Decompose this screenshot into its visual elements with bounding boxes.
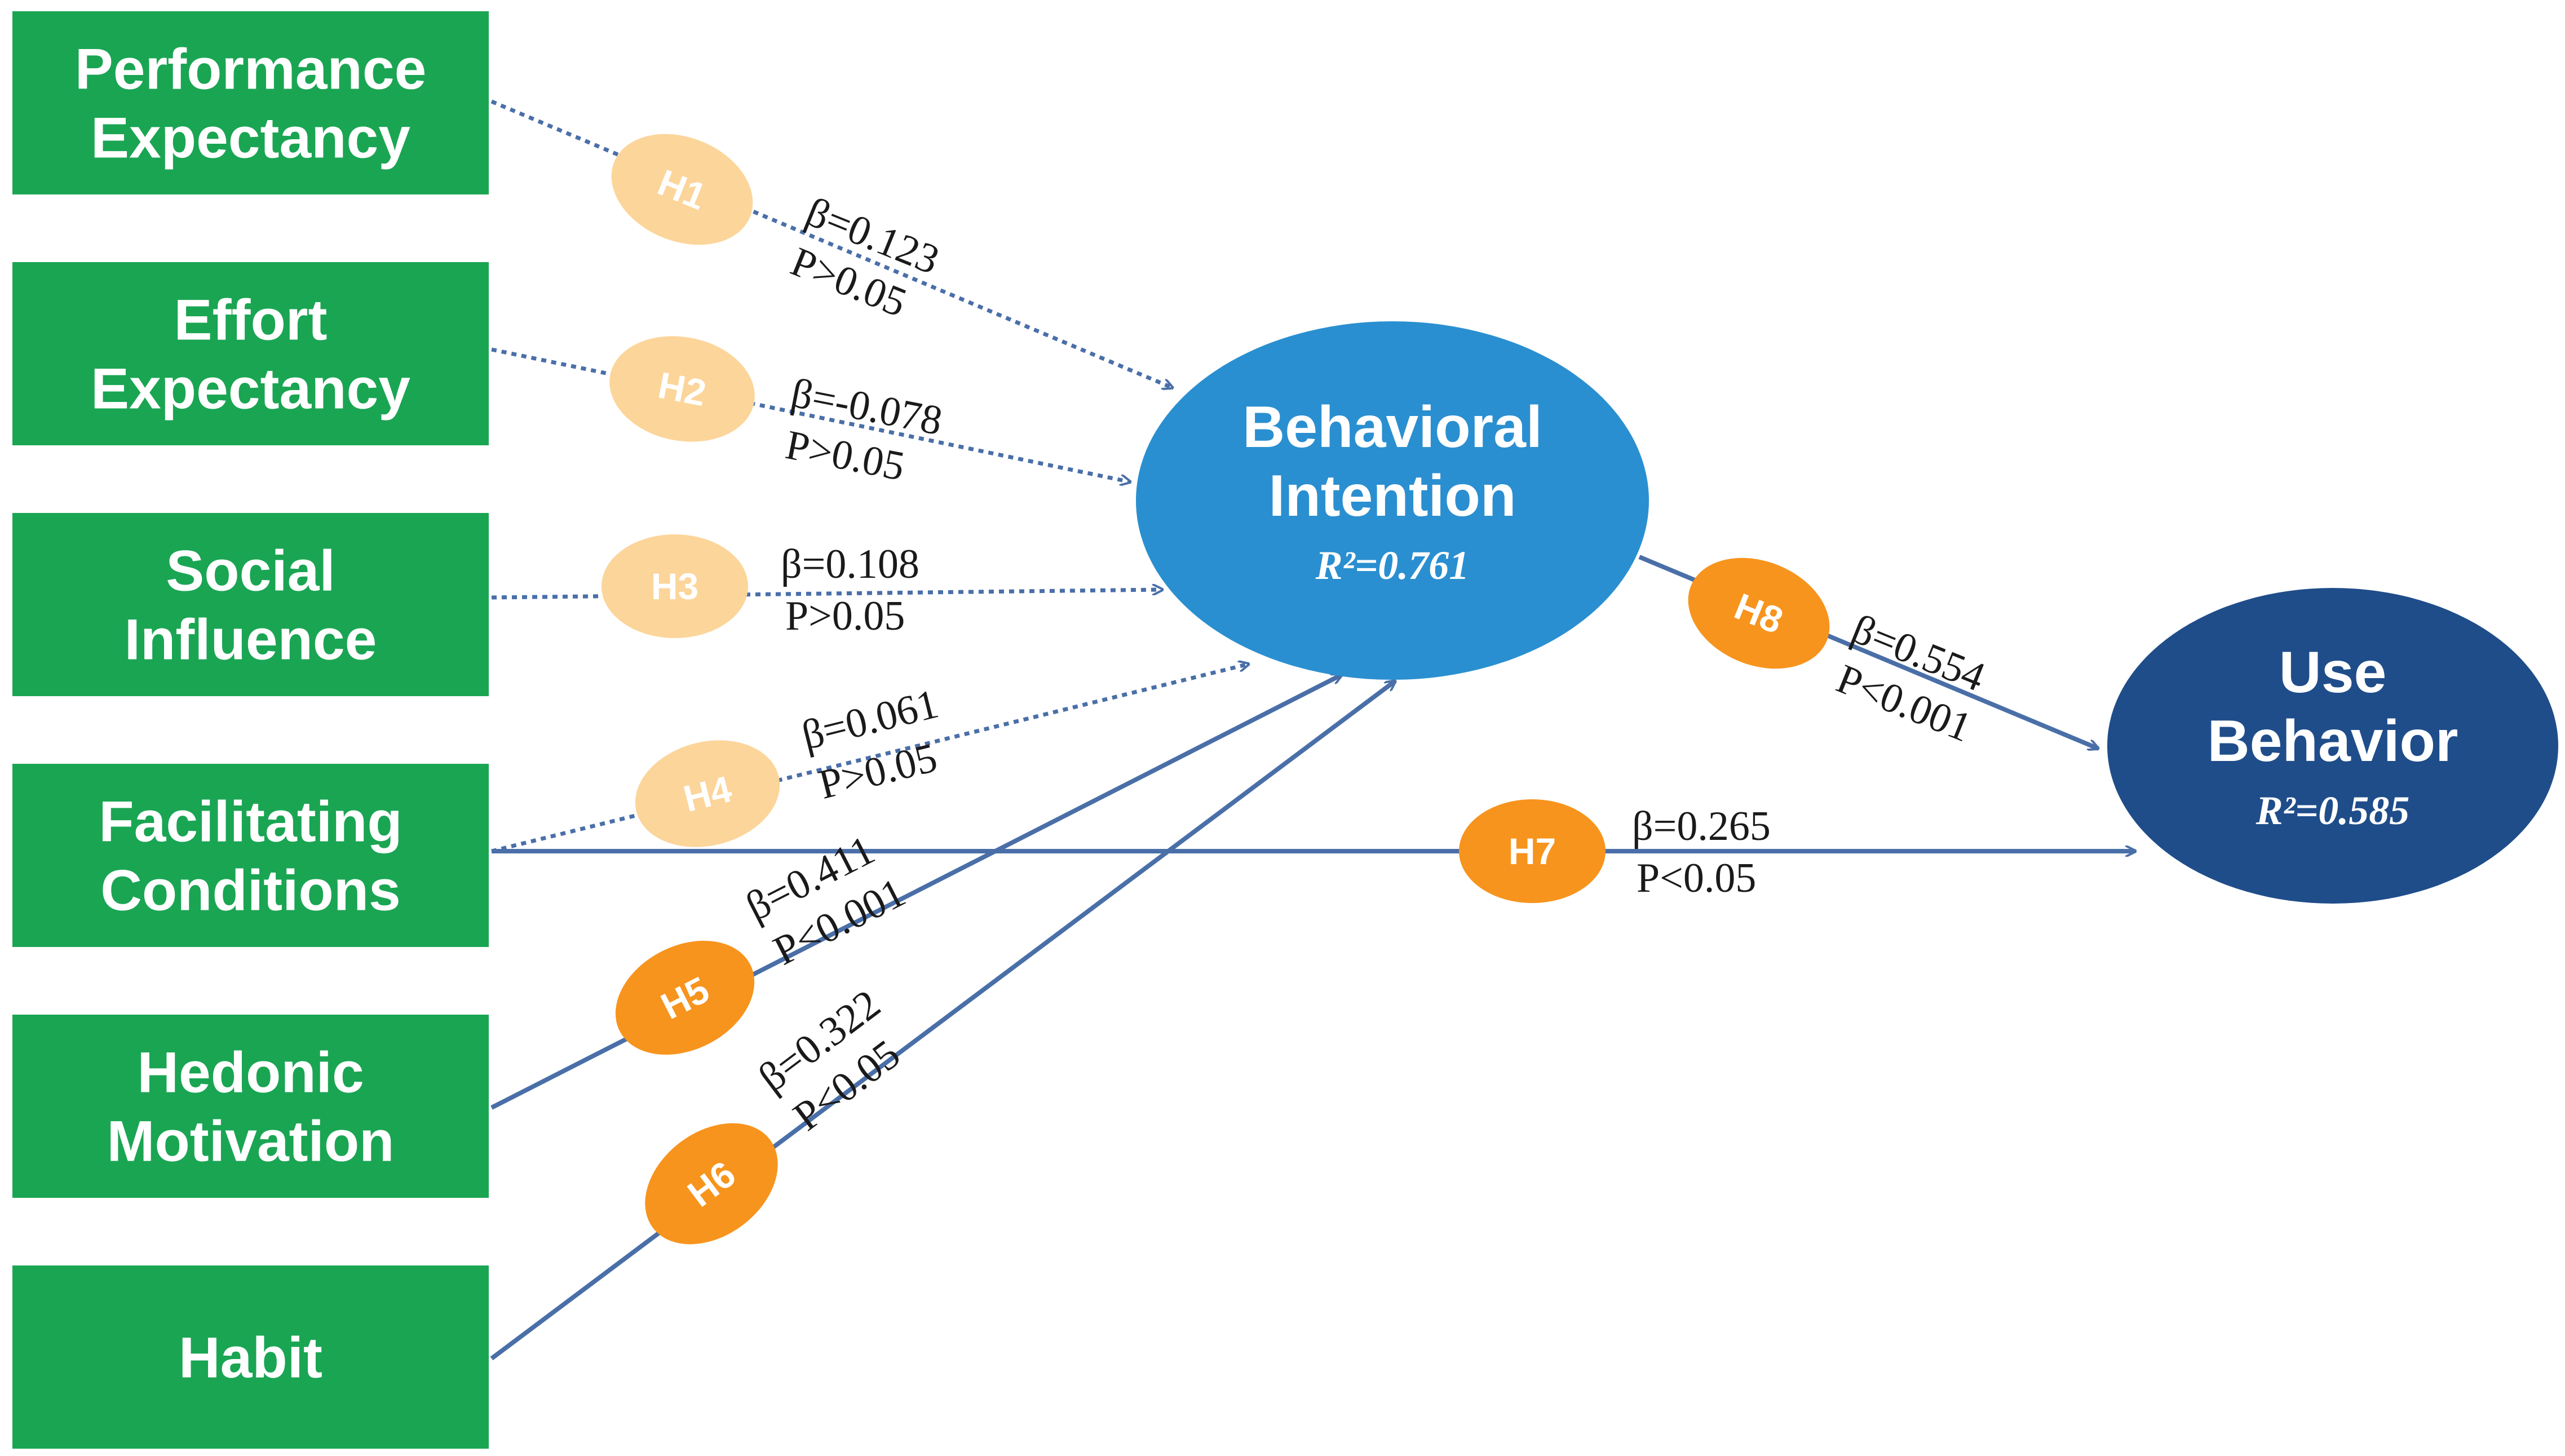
construct-hb: Habit bbox=[12, 1265, 489, 1449]
outcome-ellipse bbox=[2107, 588, 2558, 904]
beta-coefficient: β=0.108 bbox=[781, 541, 919, 587]
construct-label: Habit bbox=[179, 1326, 322, 1390]
hypothesis-marker bbox=[609, 336, 755, 442]
construct-label: Performance bbox=[75, 37, 427, 101]
hypothesis-marker bbox=[635, 740, 780, 847]
path-arrow-h1 bbox=[490, 99, 1173, 388]
construct-label: Expectancy bbox=[91, 357, 410, 421]
hypothesis-marker bbox=[1459, 799, 1606, 903]
construct-label: Facilitating bbox=[99, 790, 402, 854]
construct-label: Effort bbox=[174, 288, 328, 352]
construct-label: Motivation bbox=[107, 1109, 395, 1174]
hypothesis-label: H3 bbox=[651, 565, 698, 607]
outcome-label: Intention bbox=[1268, 463, 1516, 529]
hypothesis-label: H2 bbox=[655, 364, 710, 414]
hypothesis-marker bbox=[1688, 557, 1830, 669]
p-value: P<0.05 bbox=[1637, 855, 1756, 901]
r-squared-label: R²=0.761 bbox=[1315, 543, 1470, 588]
construct-box bbox=[12, 262, 489, 445]
outcome-label: Behavior bbox=[2207, 709, 2458, 774]
outcome-ellipse bbox=[1136, 321, 1649, 680]
constructs-layer: PerformanceExpectancyEffortExpectancySoc… bbox=[12, 11, 489, 1449]
r-squared-label: R²=0.585 bbox=[2256, 788, 2410, 833]
p-value: P>0.05 bbox=[785, 593, 905, 639]
path-arrow-h2 bbox=[491, 347, 1130, 482]
construct-box bbox=[12, 1265, 489, 1449]
construct-label: Social bbox=[166, 539, 335, 603]
outcome-label: Behavioral bbox=[1242, 395, 1542, 460]
construct-label: Conditions bbox=[100, 858, 401, 923]
hypothesis-marker bbox=[602, 534, 748, 638]
construct-label: Influence bbox=[125, 608, 377, 672]
hypothesis-marker bbox=[615, 940, 755, 1055]
hypothesis-marker bbox=[611, 134, 753, 245]
construct-label: Hedonic bbox=[137, 1041, 364, 1105]
hypothesis-label: H7 bbox=[1509, 830, 1556, 872]
path-arrow-h6 bbox=[490, 681, 1395, 1361]
construct-box bbox=[12, 1015, 489, 1198]
paths-layer bbox=[490, 99, 2135, 1361]
construct-box bbox=[12, 764, 489, 947]
outcomes-layer: BehavioralIntentionR²=0.761UseBehaviorR²… bbox=[1136, 321, 2558, 904]
construct-label: Expectancy bbox=[91, 106, 410, 170]
construct-box bbox=[12, 11, 489, 194]
beta-coefficient: β=0.265 bbox=[1632, 803, 1771, 849]
path-arrow-h4 bbox=[491, 664, 1249, 853]
construct-box bbox=[12, 513, 489, 696]
outcome-label: Use bbox=[2279, 640, 2387, 705]
hypothesis-marker bbox=[645, 1123, 778, 1245]
